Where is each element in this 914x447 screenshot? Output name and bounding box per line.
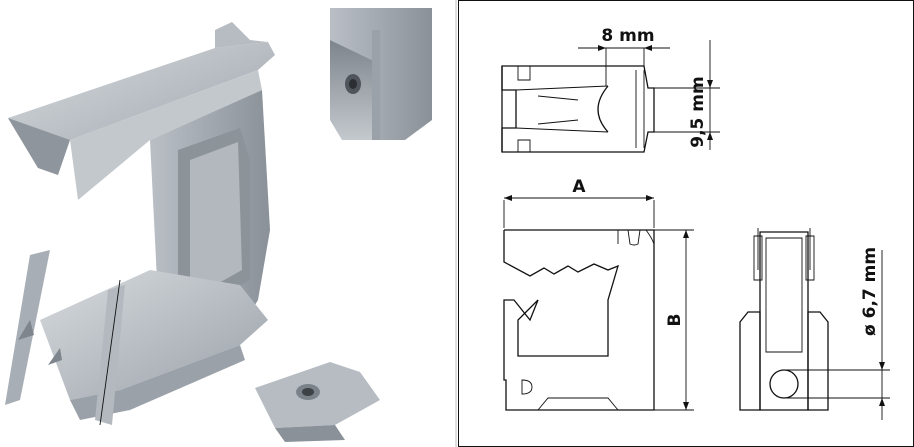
label-8mm: 8 mm xyxy=(601,26,654,46)
dimension-a: A xyxy=(503,177,655,228)
spring-nut xyxy=(255,362,380,442)
dimension-diameter: ø 6,7 mm xyxy=(784,247,890,420)
technical-drawing: 8 mm 9,5 mm A B xyxy=(458,0,914,447)
label-diameter: ø 6,7 mm xyxy=(860,247,880,336)
label-a: A xyxy=(572,177,586,197)
diameter-symbol: ø xyxy=(860,324,880,336)
dimension-8mm: 8 mm xyxy=(578,26,670,86)
dimension-9-5mm: 9,5 mm xyxy=(654,40,720,150)
diameter-value: 6,7 mm xyxy=(860,247,880,318)
label-b: B xyxy=(665,314,685,327)
product-photo xyxy=(5,0,457,447)
dimension-b: B xyxy=(654,229,694,411)
beam-clamp xyxy=(5,22,275,426)
side-view xyxy=(503,229,655,411)
label-9-5mm: 9,5 mm xyxy=(688,76,708,147)
rail-fragment xyxy=(330,8,432,140)
